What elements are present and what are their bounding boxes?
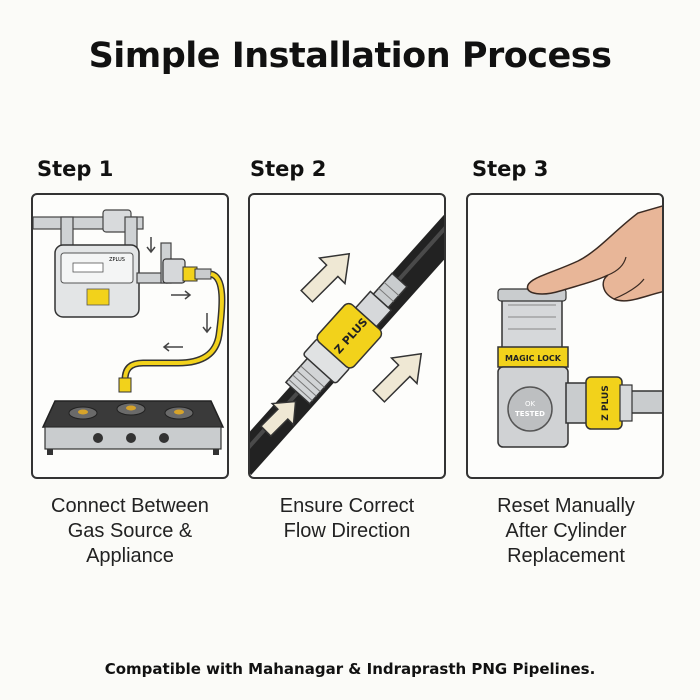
meter-outlet-pipe bbox=[124, 216, 138, 248]
step-3-label: Step 3 bbox=[472, 157, 549, 181]
step-1-label: Step 1 bbox=[37, 157, 114, 181]
svg-text:TESTED: TESTED bbox=[515, 410, 545, 418]
step-3-caption: Reset Manually After Cylinder Replacemen… bbox=[497, 495, 635, 567]
step-2-panel: Z PLUS bbox=[248, 193, 446, 479]
flow-arrow-icon bbox=[171, 290, 192, 300]
reset-valve-icon: MAGIC LOCK OK TESTED Z PLUS bbox=[497, 288, 633, 448]
step-1-panel: ZPLUS bbox=[31, 193, 229, 479]
step-1-caption: Connect Between Gas Source & Appliance bbox=[51, 495, 209, 567]
step-2-caption: Ensure Correct Flow Direction bbox=[279, 495, 415, 542]
direction-arrow-icon bbox=[300, 252, 351, 303]
meter-brand-text: ZPLUS bbox=[109, 257, 125, 263]
inline-connector-icon: Z PLUS bbox=[284, 272, 409, 405]
step-3-illustration: MAGIC LOCK OK TESTED Z PLUS bbox=[497, 205, 662, 448]
gas-valve-icon bbox=[162, 258, 212, 284]
compatibility-footer: Compatible with Mahanagar & Indraprasth … bbox=[104, 660, 596, 678]
magic-lock-text: MAGIC LOCK bbox=[505, 354, 562, 363]
meter-inlet-pipe bbox=[60, 216, 74, 248]
direction-arrow-icon bbox=[372, 352, 423, 403]
gas-meter-icon: ZPLUS bbox=[54, 244, 140, 318]
step-2-label: Step 2 bbox=[250, 157, 327, 181]
step-1-illustration: ZPLUS bbox=[33, 209, 226, 455]
page-title: Simple Installation Process bbox=[88, 36, 612, 76]
flow-arrow-icon bbox=[162, 342, 183, 352]
svg-text:OK: OK bbox=[525, 400, 536, 408]
gas-stove-icon bbox=[41, 400, 225, 455]
step-3-panel: MAGIC LOCK OK TESTED Z PLUS bbox=[466, 193, 664, 479]
tested-seal-icon bbox=[507, 386, 553, 432]
step-2-illustration: Z PLUS bbox=[250, 214, 444, 476]
flow-arrow-icon bbox=[202, 313, 212, 334]
elbow-brand-text: Z PLUS bbox=[601, 385, 611, 420]
hand-pointer-icon bbox=[526, 205, 662, 302]
direction-arrow-icon bbox=[259, 400, 297, 438]
flow-arrow-icon bbox=[146, 237, 156, 254]
